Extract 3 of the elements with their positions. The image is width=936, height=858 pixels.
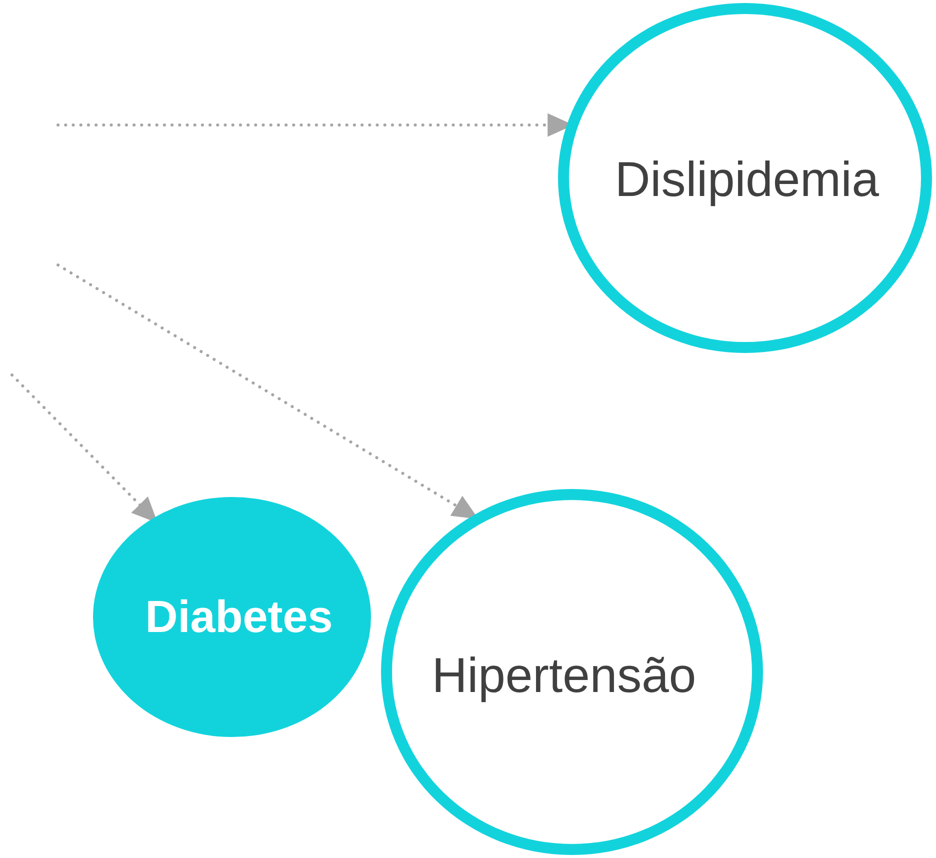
node-label: Diabetes <box>145 591 333 643</box>
node-label: Hipertensão <box>432 648 696 704</box>
node-label: Dislipidemia <box>614 152 880 208</box>
